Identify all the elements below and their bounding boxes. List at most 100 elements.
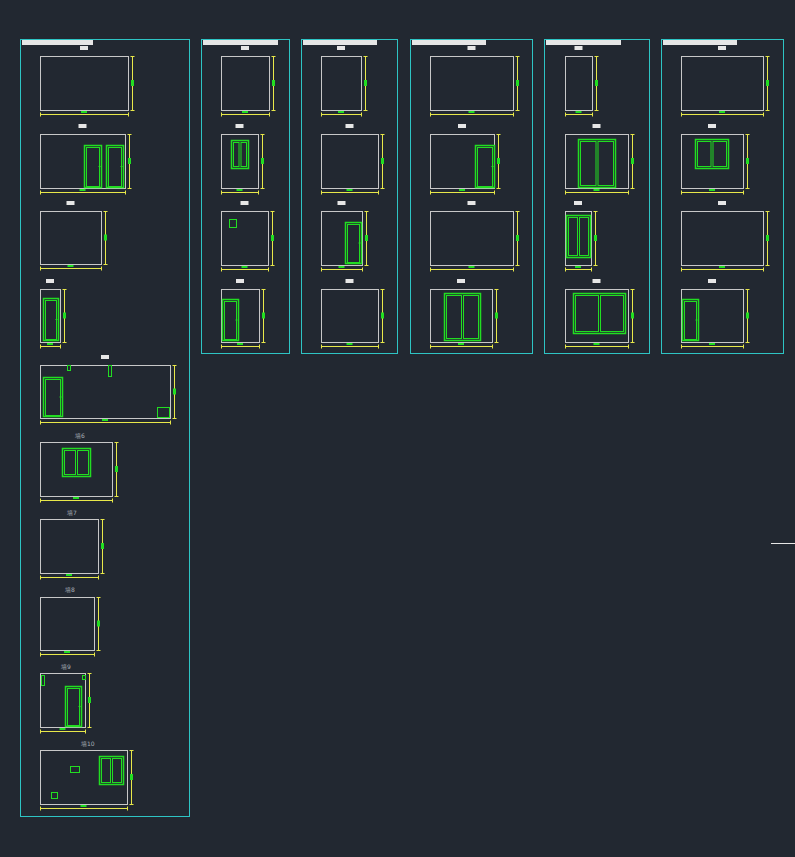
dimension-line <box>632 134 633 189</box>
sash <box>241 143 247 167</box>
fixture-symbol <box>158 408 170 418</box>
dimension-tick <box>40 191 41 195</box>
dimension-tick <box>631 289 635 290</box>
dimension-tick <box>565 345 566 349</box>
wall-outline <box>322 135 379 189</box>
door-frame <box>44 378 63 417</box>
dimension-mark <box>719 111 725 113</box>
fixture-symbol <box>83 676 86 680</box>
door-handle <box>236 320 238 321</box>
dimension-tick <box>321 345 322 349</box>
fixture-symbol <box>52 793 58 799</box>
dimension-tick <box>565 113 566 117</box>
dimension-tick <box>321 191 322 195</box>
wall-outline <box>566 135 629 189</box>
sash <box>65 451 76 475</box>
title-bar <box>203 40 278 45</box>
dimension-tick <box>262 289 266 290</box>
dimension-tick <box>221 345 222 349</box>
dimension-tick <box>592 113 593 117</box>
dimension-line <box>40 577 98 578</box>
wall-outline <box>682 290 744 343</box>
door-frame <box>223 300 239 341</box>
dimension-tick <box>766 211 770 212</box>
wall-outline <box>41 443 113 497</box>
dimension-tick <box>221 191 222 195</box>
dimension-mark <box>347 343 353 345</box>
wall-label: 墙8 <box>65 586 75 593</box>
dimension-tick <box>261 134 265 135</box>
dimension-mark <box>595 80 598 86</box>
dimension-mark <box>631 313 634 319</box>
door-frame <box>85 146 102 188</box>
view-tag <box>67 201 75 205</box>
fixture-symbol <box>230 220 237 228</box>
dimension-line <box>430 192 494 193</box>
door-leaf <box>46 380 61 416</box>
door-handle <box>696 320 698 321</box>
dimension-tick <box>494 191 495 195</box>
dimension-tick <box>88 727 92 728</box>
fixture-symbol <box>71 767 80 773</box>
view-tag <box>46 279 54 283</box>
sash <box>569 218 578 256</box>
dimension-tick <box>125 191 126 195</box>
view-tag <box>575 46 583 50</box>
dimension-tick <box>221 113 222 117</box>
dimension-mark <box>364 80 367 86</box>
dimension-tick <box>513 113 514 117</box>
dimension-tick <box>271 211 275 212</box>
dimension-mark <box>766 235 769 241</box>
window-frame <box>100 757 124 785</box>
wall-outline <box>41 674 86 728</box>
title-bar <box>663 40 737 45</box>
dimension-line <box>747 289 748 343</box>
dimension-tick <box>272 110 276 111</box>
dimension-tick <box>261 188 265 189</box>
door-leaf <box>109 148 122 187</box>
wall-label: 墙6 <box>75 432 85 439</box>
dimension-tick <box>595 56 599 57</box>
wall-outline <box>682 57 764 111</box>
view-tag <box>708 124 716 128</box>
view-tag <box>241 46 249 50</box>
dimension-line <box>681 192 743 193</box>
dimension-line <box>767 211 768 266</box>
dimension-tick <box>361 113 362 117</box>
dimension-mark <box>80 189 86 191</box>
view-tag <box>80 46 88 50</box>
view-tag <box>468 201 476 205</box>
dimension-mark <box>381 158 384 164</box>
dimension-tick <box>681 191 682 195</box>
wall-outline <box>431 212 514 266</box>
dimension-tick <box>628 191 629 195</box>
dimension-tick <box>364 110 368 111</box>
view-tag <box>718 46 726 50</box>
view-tag <box>574 201 582 205</box>
dimension-mark <box>458 343 464 345</box>
dimension-tick <box>88 673 92 674</box>
dimension-tick <box>271 265 275 266</box>
dimension-mark <box>88 697 91 703</box>
door-frame <box>579 140 616 188</box>
dimension-mark <box>130 774 133 780</box>
door-leaf <box>348 225 360 263</box>
dimension-tick <box>321 113 322 117</box>
dimension-tick <box>269 113 270 117</box>
dimension-tick <box>40 653 41 657</box>
dimension-mark <box>47 343 53 345</box>
dimension-mark <box>631 158 634 164</box>
dimension-mark <box>81 805 87 807</box>
dimension-tick <box>516 265 520 266</box>
dimension-mark <box>469 266 475 268</box>
door-handle <box>56 319 58 320</box>
dimension-tick <box>362 268 363 272</box>
dimension-mark <box>242 266 248 268</box>
dimension-line <box>40 114 128 115</box>
dimension-mark <box>68 265 74 267</box>
dimension-tick <box>594 211 598 212</box>
panel-frame <box>302 40 398 354</box>
window-frame <box>232 141 249 169</box>
leader-line <box>771 543 795 544</box>
dimension-tick <box>321 268 322 272</box>
